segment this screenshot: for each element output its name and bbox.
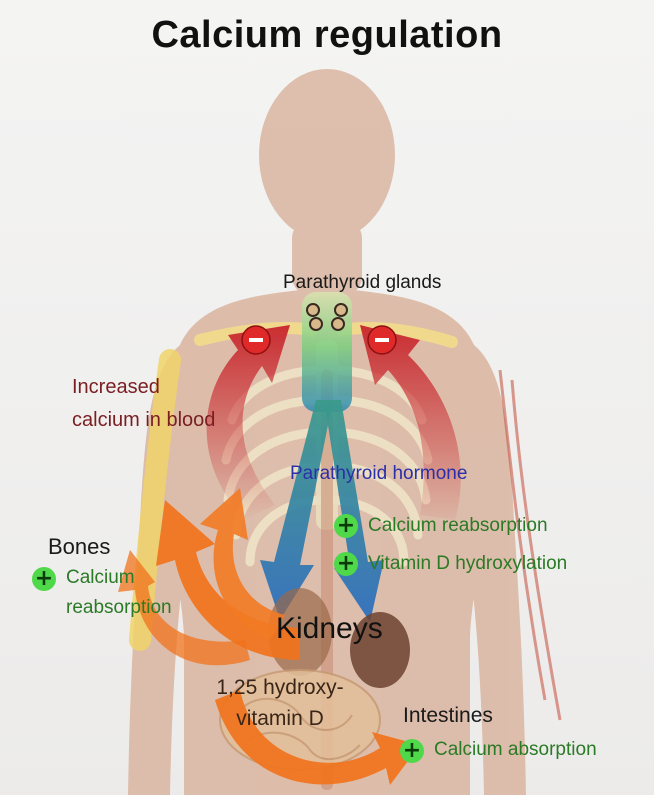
page-title: Calcium regulation	[0, 14, 654, 58]
kidney-calcium-reabsorption-label: Calcium reabsorption	[368, 515, 548, 537]
intestines-label: Intestines	[403, 704, 493, 728]
vitamin-d-label-line1: 1,25 hydroxy-	[180, 676, 380, 700]
kidneys-label: Kidneys	[276, 612, 383, 647]
vitamin-d-hydroxylation-label: Vitamin D hydroxylation	[368, 553, 567, 575]
plus-icon: +	[334, 552, 358, 576]
plus-icon: +	[400, 739, 424, 763]
bones-effect-label-line2: reabsorption	[66, 597, 172, 619]
increased-calcium-label-line1: Increased	[72, 376, 160, 399]
vitamin-d-label-line2: vitamin D	[180, 707, 380, 731]
minus-icon	[368, 326, 396, 354]
bones-effect-label-line1: Calcium	[66, 567, 135, 589]
increased-calcium-label-line2: calcium in blood	[72, 409, 215, 432]
intestine-calcium-absorption-label: Calcium absorption	[434, 739, 597, 761]
parathyroid-hormone-label: Parathyroid hormone	[290, 463, 467, 485]
plus-icon: +	[32, 567, 56, 591]
parathyroid-glands-label: Parathyroid glands	[283, 272, 441, 294]
minus-icon	[242, 326, 270, 354]
plus-icon: +	[334, 514, 358, 538]
bones-label: Bones	[48, 534, 110, 559]
